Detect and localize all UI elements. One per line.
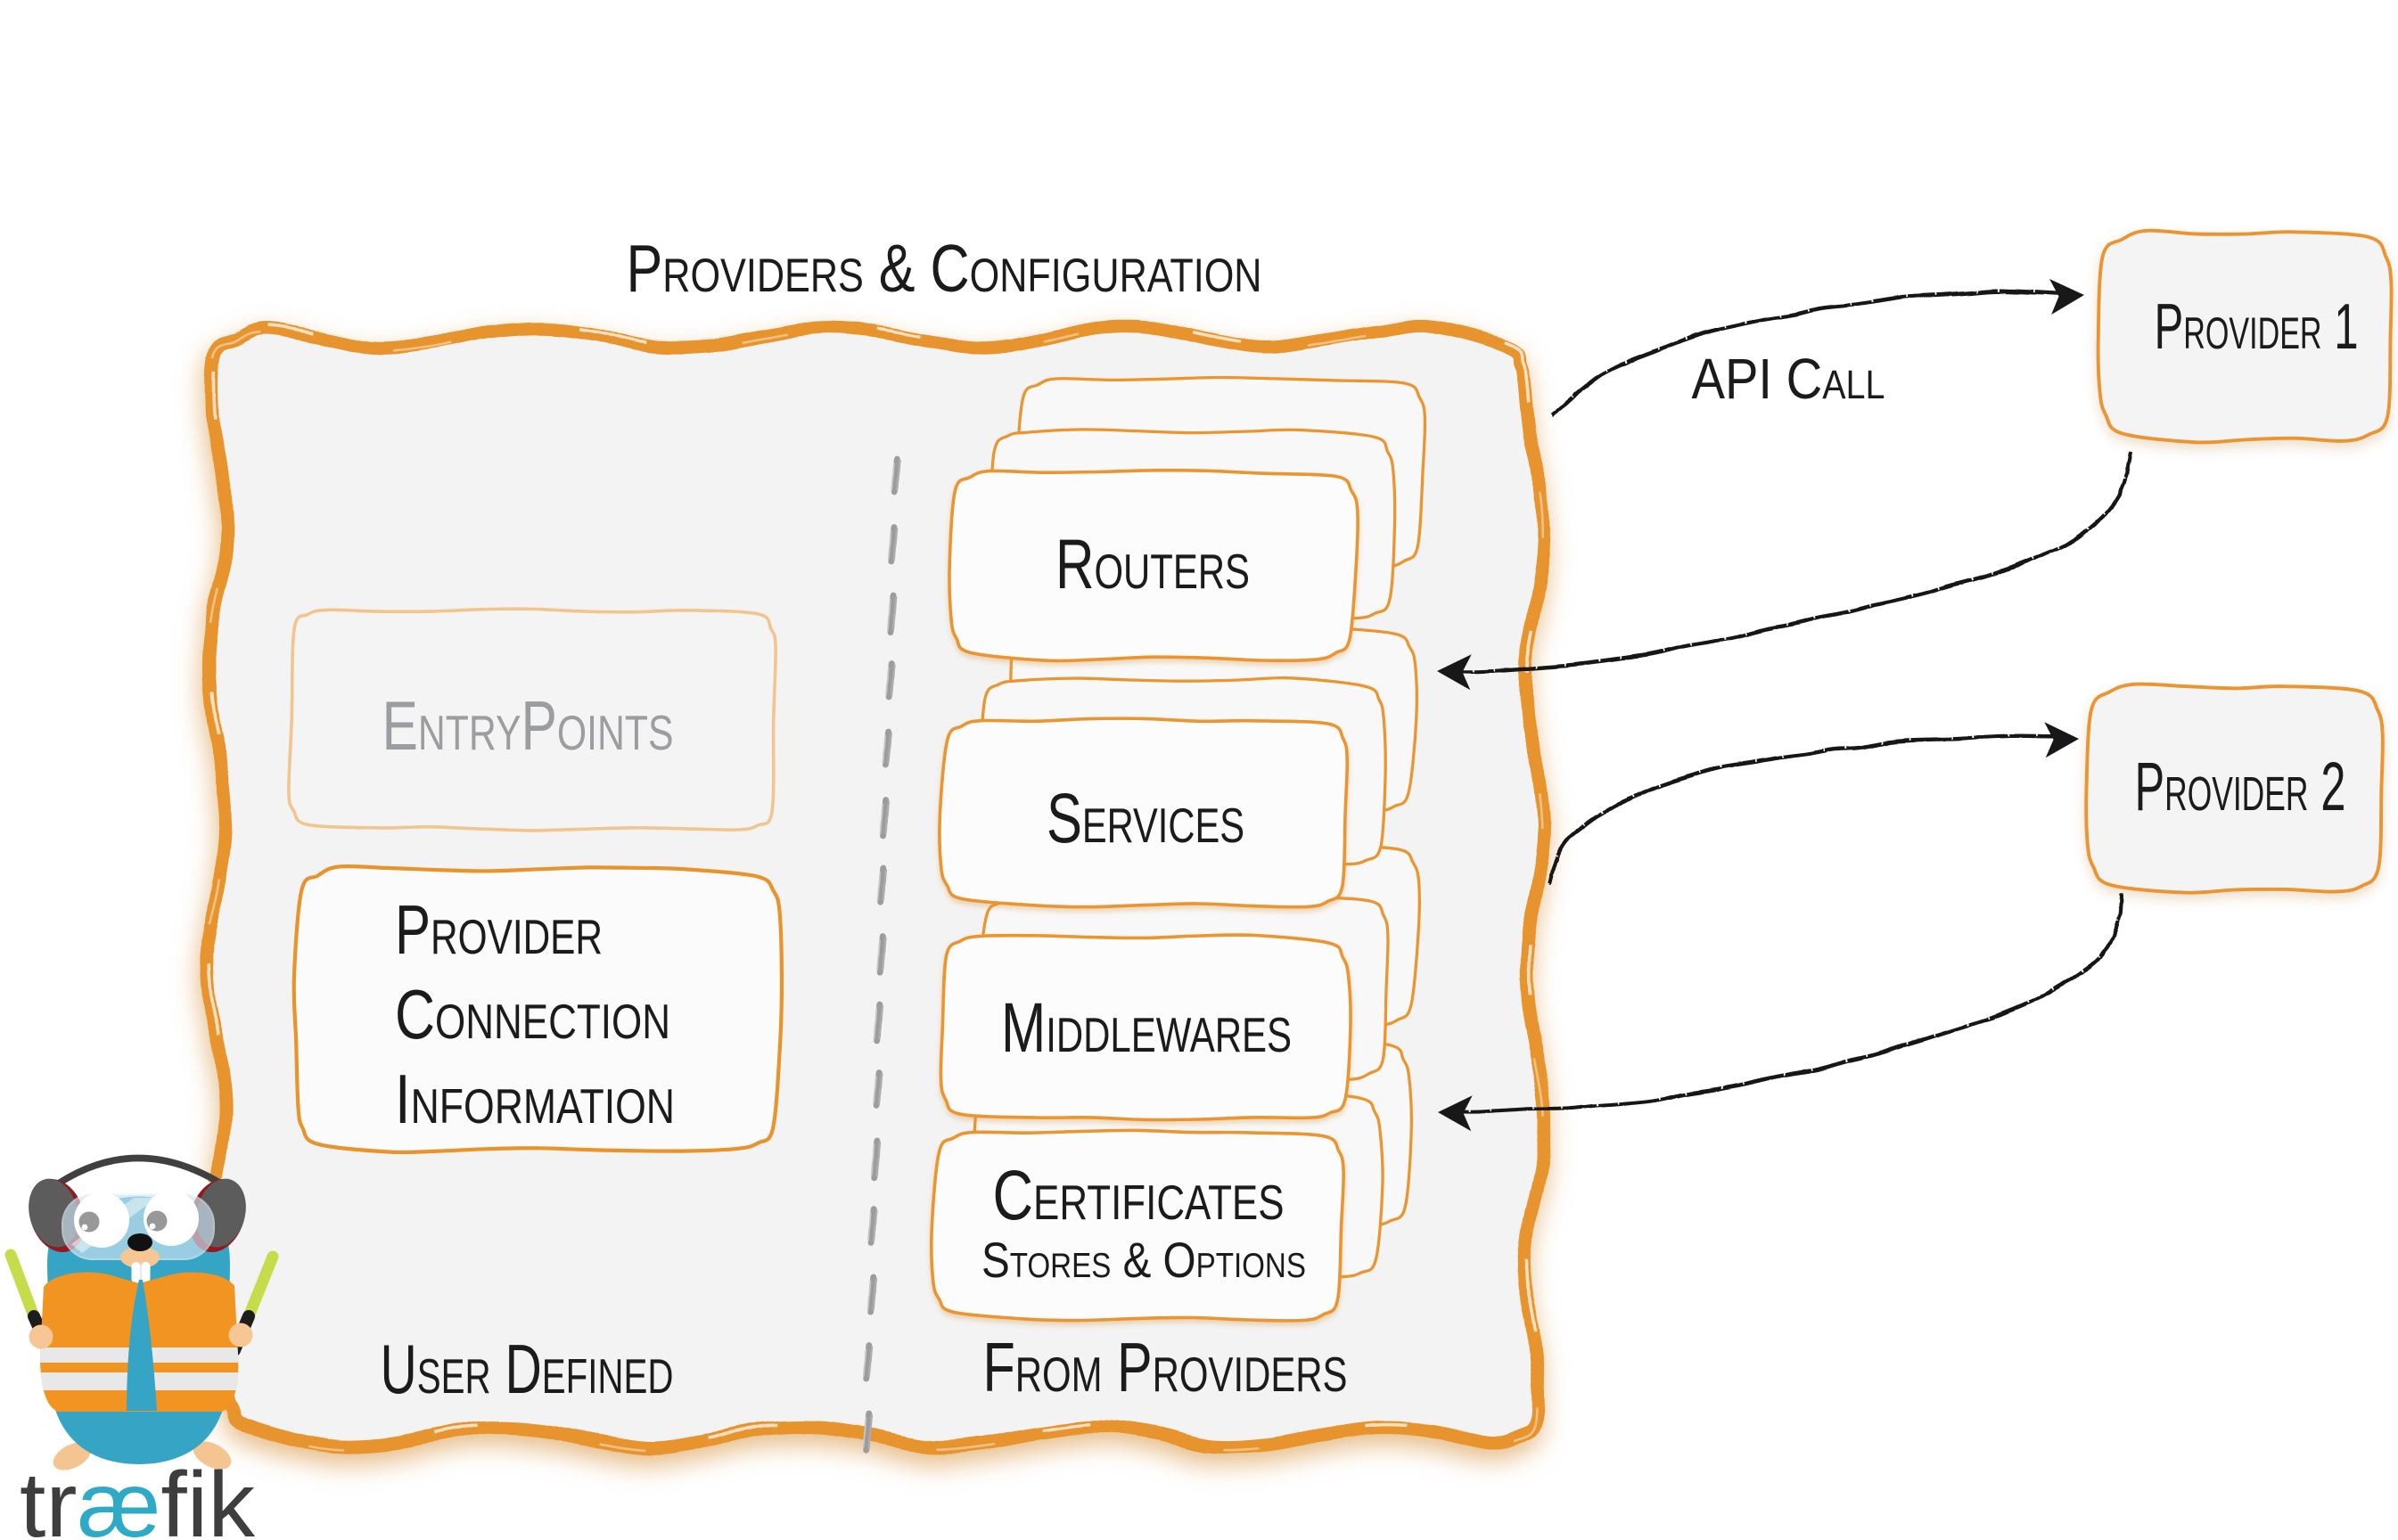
svg-text:Certificates: Certificates xyxy=(993,1155,1285,1234)
svg-text:API Call: API Call xyxy=(1692,347,1885,411)
svg-text:EntryPoints: EntryPoints xyxy=(382,686,674,765)
svg-text:From Providers: From Providers xyxy=(983,1328,1348,1406)
svg-text:Connection: Connection xyxy=(395,975,670,1053)
svg-text:Middlewares: Middlewares xyxy=(1001,987,1292,1067)
svg-text:Provider: Provider xyxy=(395,890,603,969)
svg-text:Providers & Configuration: Providers & Configuration xyxy=(627,231,1262,306)
svg-text:Provider 1: Provider 1 xyxy=(2155,291,2359,363)
svg-text:Stores & Options: Stores & Options xyxy=(981,1232,1306,1288)
svg-text:Information: Information xyxy=(395,1060,675,1138)
svg-text:Provider 2: Provider 2 xyxy=(2135,749,2346,825)
svg-text:Routers: Routers xyxy=(1055,524,1250,603)
svg-text:User Defined: User Defined xyxy=(381,1330,674,1408)
svg-text:træfik: træfik xyxy=(20,1454,256,1540)
svg-text:Services: Services xyxy=(1047,778,1244,857)
